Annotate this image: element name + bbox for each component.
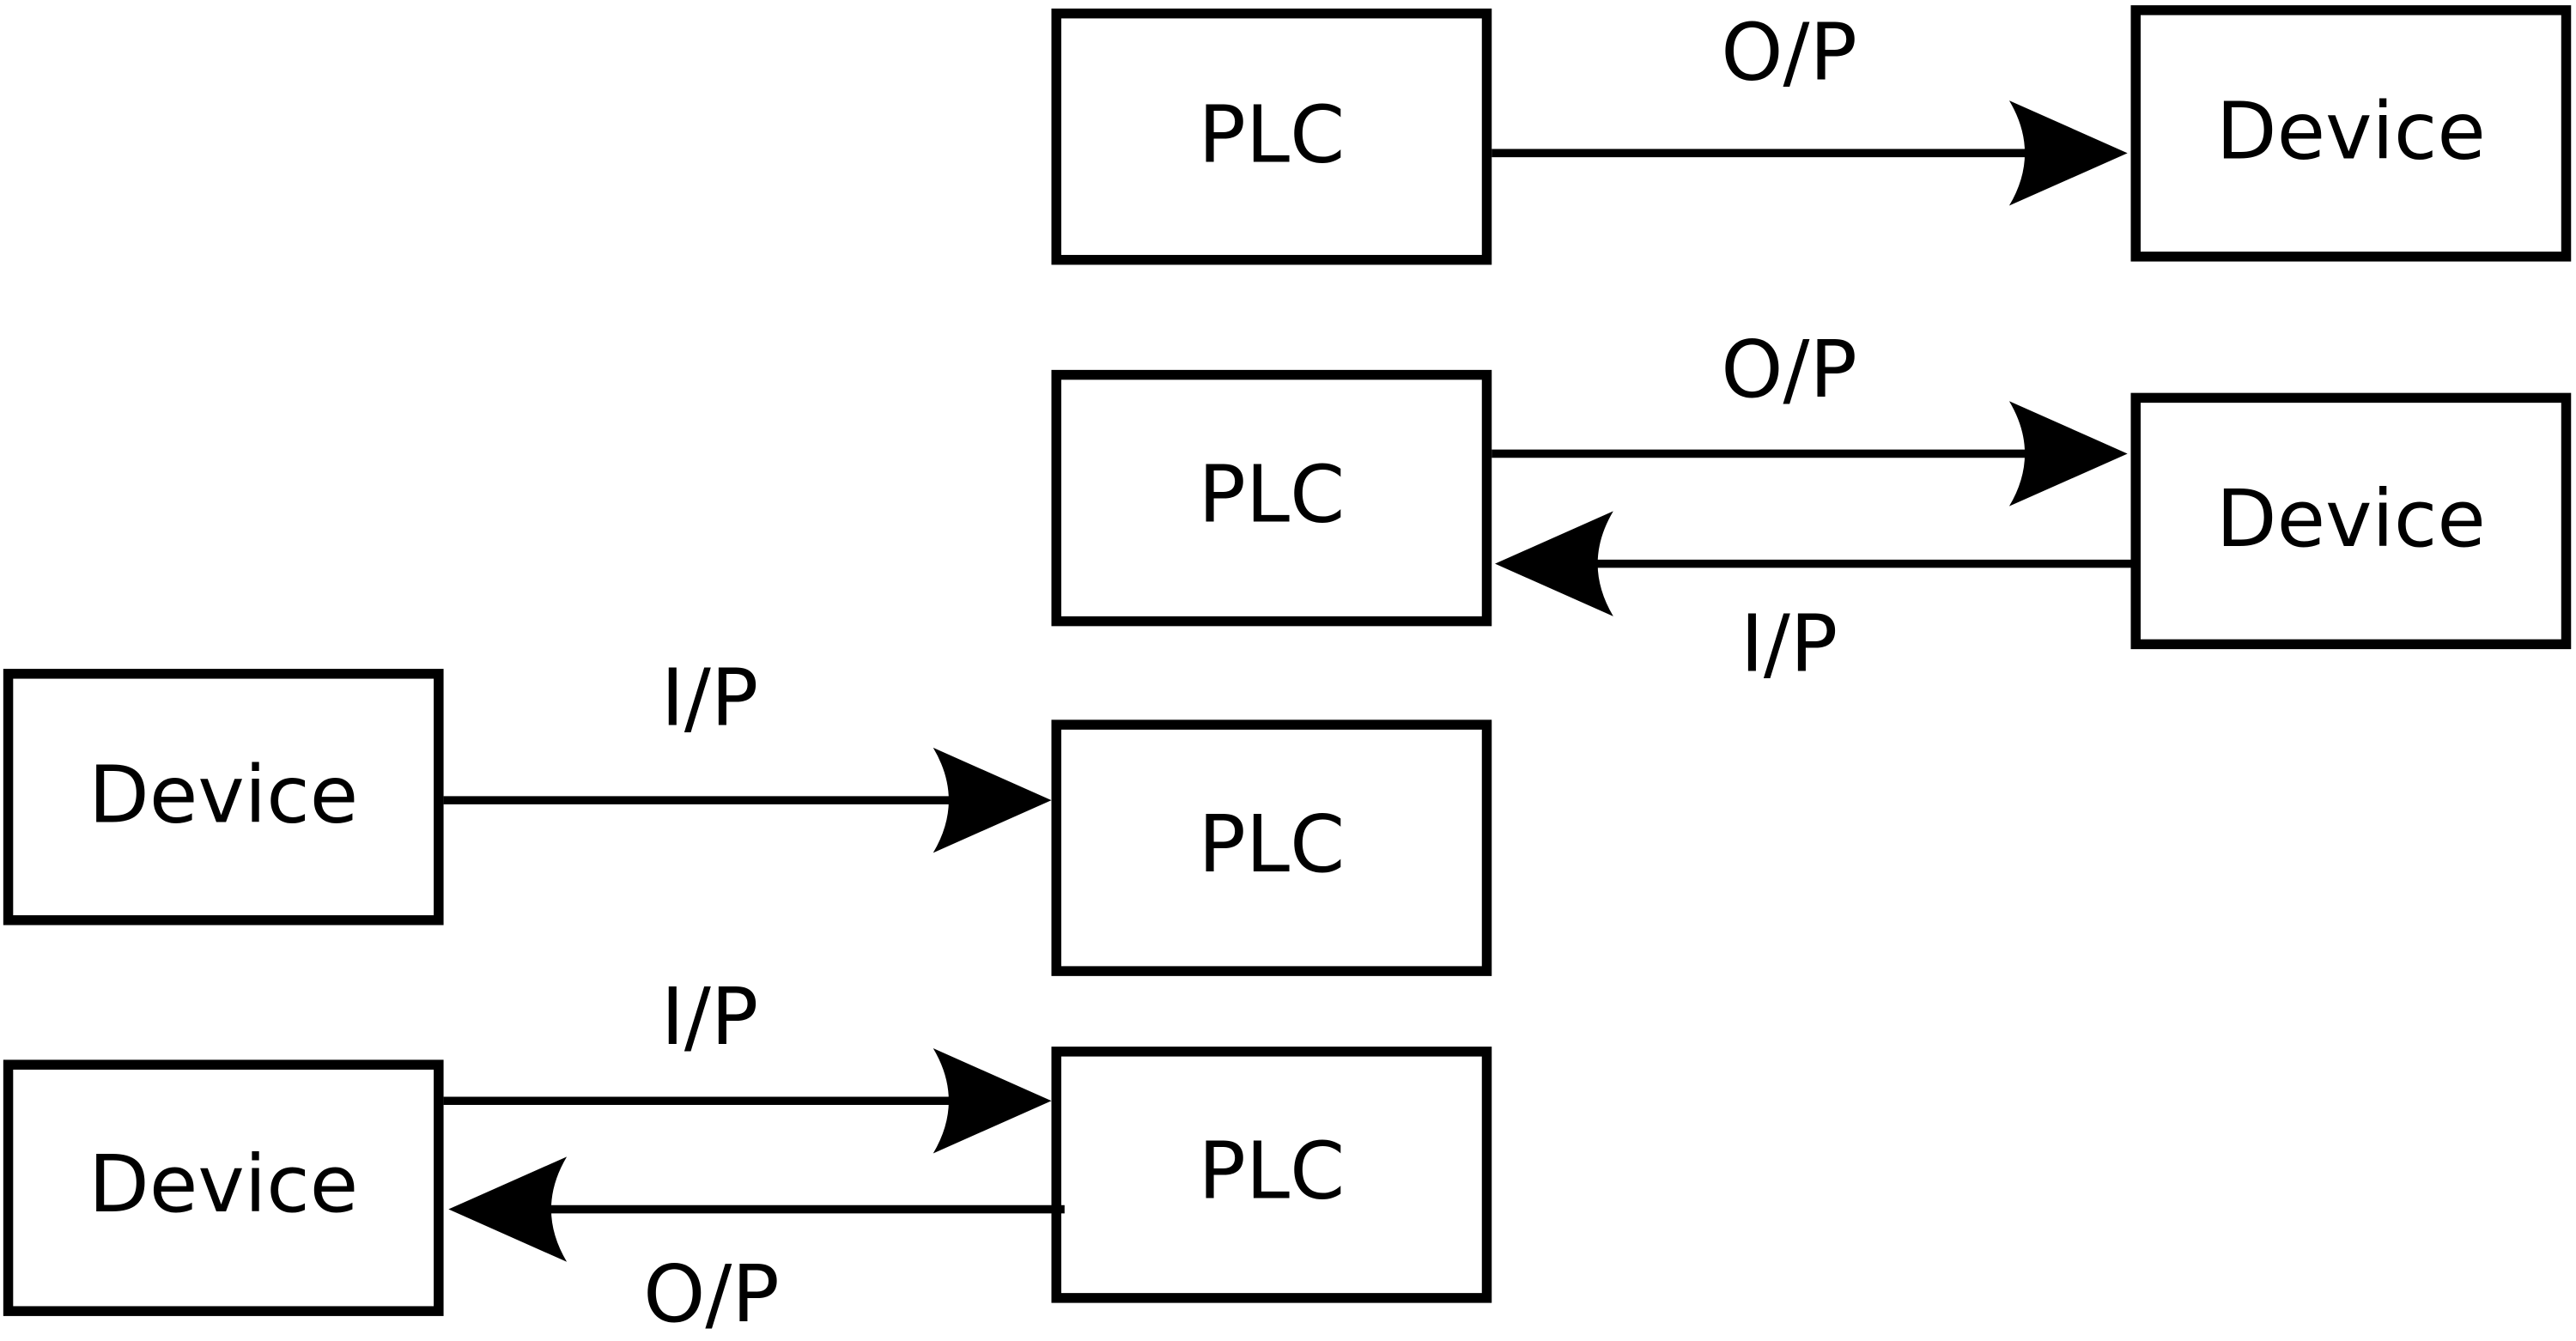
- input-feedback-forward-arrowhead: [933, 1048, 1052, 1154]
- diagram-row-input-with-feedback: Device PLC I/P O/P: [3, 971, 1492, 1340]
- device-label-output: Device: [2216, 86, 2486, 178]
- device-label-feedback: Device: [2216, 473, 2486, 565]
- plc-label-input: PLC: [1199, 798, 1346, 890]
- diagram-row-output: PLC Device O/P: [1051, 5, 2572, 265]
- device-box-input: [3, 669, 444, 925]
- input-feedback-return-label: O/P: [643, 1248, 780, 1340]
- diagram-row-output-with-feedback: PLC Device O/P I/P: [1051, 324, 2572, 690]
- feedback-output-arrowhead: [2008, 401, 2128, 507]
- device-label-input: Device: [88, 749, 358, 841]
- output-arrowhead: [2008, 100, 2128, 206]
- input-feedback-forward-label: I/P: [661, 971, 758, 1063]
- feedback-input-label: I/P: [1741, 598, 1838, 690]
- plc-box-feedback: [1051, 369, 1492, 627]
- output-signal-label: O/P: [1721, 7, 1857, 99]
- device-box-input-feedback: [3, 1059, 444, 1316]
- plc-box-output: [1051, 8, 1492, 265]
- device-box-feedback: [2130, 392, 2572, 650]
- plc-label-feedback: PLC: [1199, 448, 1346, 540]
- plc-box-input-feedback: [1051, 1047, 1492, 1303]
- plc-label-input-feedback: PLC: [1199, 1126, 1346, 1217]
- plc-label-output: PLC: [1199, 88, 1346, 180]
- device-label-input-feedback: Device: [88, 1138, 358, 1230]
- feedback-input-arrowhead: [1495, 511, 1613, 616]
- input-arrowhead: [933, 747, 1052, 853]
- diagram-row-input: Device PLC I/P: [3, 652, 1492, 976]
- feedback-output-label: O/P: [1721, 324, 1857, 416]
- input-signal-label: I/P: [661, 652, 758, 744]
- device-box-output: [2130, 5, 2572, 262]
- input-feedback-return-arrowhead: [448, 1156, 568, 1262]
- plc-box-input: [1051, 719, 1492, 976]
